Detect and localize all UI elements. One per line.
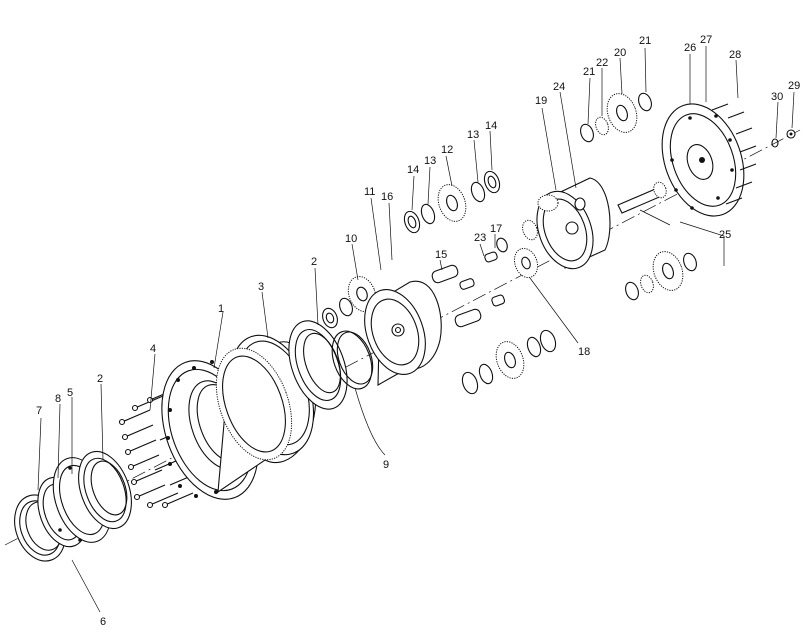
planet-gear-upper <box>403 170 501 234</box>
callout-21-right: 21 <box>639 35 651 47</box>
callout-11: 11 <box>364 186 375 198</box>
callout-15: 15 <box>435 249 447 261</box>
callout-leaders <box>37 46 795 613</box>
callout-24: 24 <box>553 81 565 93</box>
callout-2-left: 2 <box>97 373 103 385</box>
callout-5: 5 <box>67 387 73 399</box>
callout-30: 30 <box>771 91 783 103</box>
rear-cover <box>661 103 757 217</box>
callout-16: 16 <box>381 191 393 203</box>
sun-gear <box>496 219 539 279</box>
planet-pins <box>431 251 506 328</box>
callout-14-right: 14 <box>485 120 497 132</box>
callout-13-right: 13 <box>467 129 479 141</box>
callout-1: 1 <box>218 303 224 315</box>
snap-ring <box>331 330 374 390</box>
planet-carrier-rear <box>536 177 611 270</box>
callout-8: 8 <box>55 393 61 405</box>
thrust-washer <box>322 297 353 329</box>
callout-9: 9 <box>383 459 389 471</box>
callout-7: 7 <box>36 405 42 417</box>
planet-carrier-front <box>364 280 442 386</box>
floating-seal-middle <box>288 320 348 410</box>
floating-seal-left <box>78 450 132 530</box>
callout-13-left: 13 <box>424 155 436 167</box>
planet-gear-20 <box>580 92 652 143</box>
callout-10: 10 <box>345 233 357 245</box>
drain-plug <box>771 129 796 148</box>
ring-gear-housing <box>215 334 317 494</box>
callout-14-left: 14 <box>407 164 419 176</box>
callout-12: 12 <box>441 144 453 156</box>
callout-18: 18 <box>578 346 590 358</box>
planet-gear-lower <box>461 329 557 395</box>
callout-4: 4 <box>150 343 156 355</box>
center-axis-line <box>4 129 801 546</box>
callout-6: 6 <box>100 616 106 628</box>
callout-29: 29 <box>788 80 800 92</box>
callout-19: 19 <box>535 95 547 107</box>
callout-21-left: 21 <box>583 66 595 78</box>
callout-3: 3 <box>258 281 264 293</box>
callout-17: 17 <box>490 223 502 235</box>
bolt-set <box>118 387 199 509</box>
callout-28: 28 <box>729 49 741 61</box>
planet-gear-25 <box>625 251 697 301</box>
callout-26: 26 <box>684 42 696 54</box>
callout-2-middle: 2 <box>311 256 317 268</box>
callout-20: 20 <box>614 47 626 59</box>
callout-25: 25 <box>719 229 731 241</box>
callout-22: 22 <box>596 57 608 69</box>
callout-23: 23 <box>474 232 486 244</box>
callout-27: 27 <box>700 34 712 46</box>
input-shaft <box>617 181 667 214</box>
